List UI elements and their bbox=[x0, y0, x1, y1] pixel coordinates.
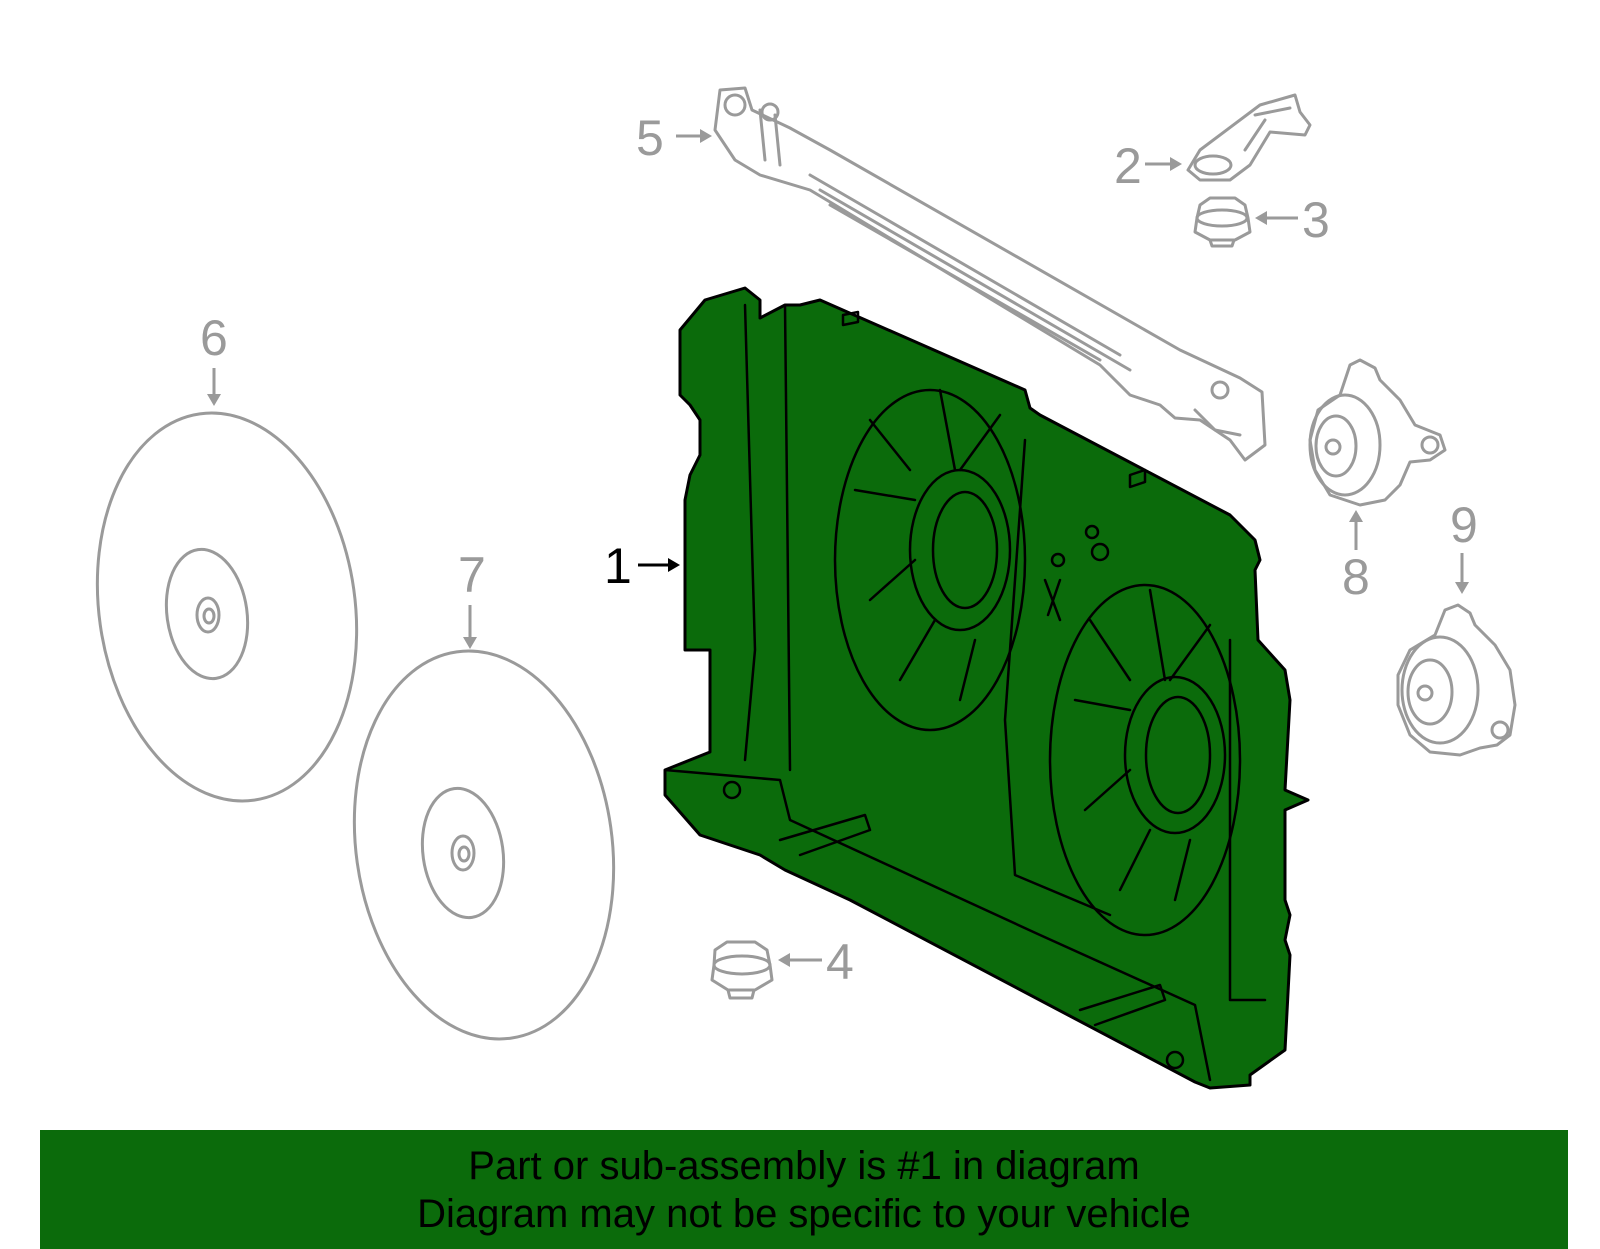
part-5-support-bracket[interactable] bbox=[713, 86, 1267, 462]
part-9-fan-motor[interactable] bbox=[1396, 603, 1517, 757]
callout-2: 2 bbox=[1114, 138, 1142, 194]
part-2-bracket[interactable] bbox=[1186, 93, 1312, 182]
callout-7: 7 bbox=[458, 547, 486, 603]
part-4-grommet[interactable] bbox=[710, 940, 774, 1000]
callout-3: 3 bbox=[1302, 192, 1330, 248]
part-3-grommet[interactable] bbox=[1193, 196, 1252, 248]
callout-9: 9 bbox=[1450, 497, 1478, 553]
part-1-fan-shroud[interactable] bbox=[663, 286, 1310, 1090]
callout-1: 1 bbox=[604, 538, 632, 594]
callout-8: 8 bbox=[1342, 549, 1370, 605]
callout-6: 6 bbox=[200, 310, 228, 366]
callout-4: 4 bbox=[826, 934, 854, 990]
part-6-fan[interactable] bbox=[73, 396, 381, 818]
part-7-fan[interactable] bbox=[330, 634, 638, 1056]
part-8-fan-motor[interactable] bbox=[1308, 358, 1447, 507]
callout-arrows bbox=[207, 129, 1469, 967]
banner-line-1: Part or sub-assembly is #1 in diagram bbox=[468, 1143, 1140, 1188]
disclaimer-banner: Part or sub-assembly is #1 in diagram Di… bbox=[40, 1130, 1568, 1249]
banner-line-2: Diagram may not be specific to your vehi… bbox=[417, 1191, 1191, 1236]
callout-5: 5 bbox=[636, 110, 664, 166]
